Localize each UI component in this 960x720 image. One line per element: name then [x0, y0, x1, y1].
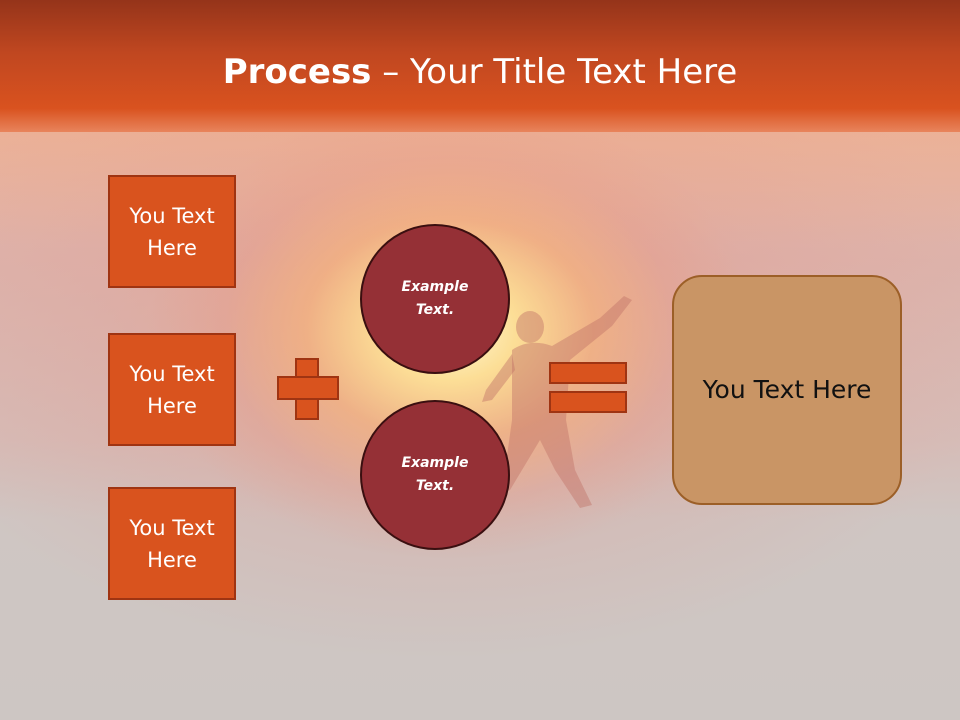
example-circle-2: Example Text.	[360, 400, 510, 550]
title-bold: Process	[222, 52, 372, 92]
result-box: You Text Here	[672, 275, 902, 505]
slide-title: Process – Your Title Text Here	[0, 52, 960, 92]
title-rest: – Your Title Text Here	[371, 52, 738, 92]
text-box-1: You Text Here	[108, 175, 236, 288]
text-box-2: You Text Here	[108, 333, 236, 446]
title-bar: Process – Your Title Text Here	[0, 0, 960, 132]
text-box-3: You Text Here	[108, 487, 236, 600]
example-circle-1: Example Text.	[360, 224, 510, 374]
